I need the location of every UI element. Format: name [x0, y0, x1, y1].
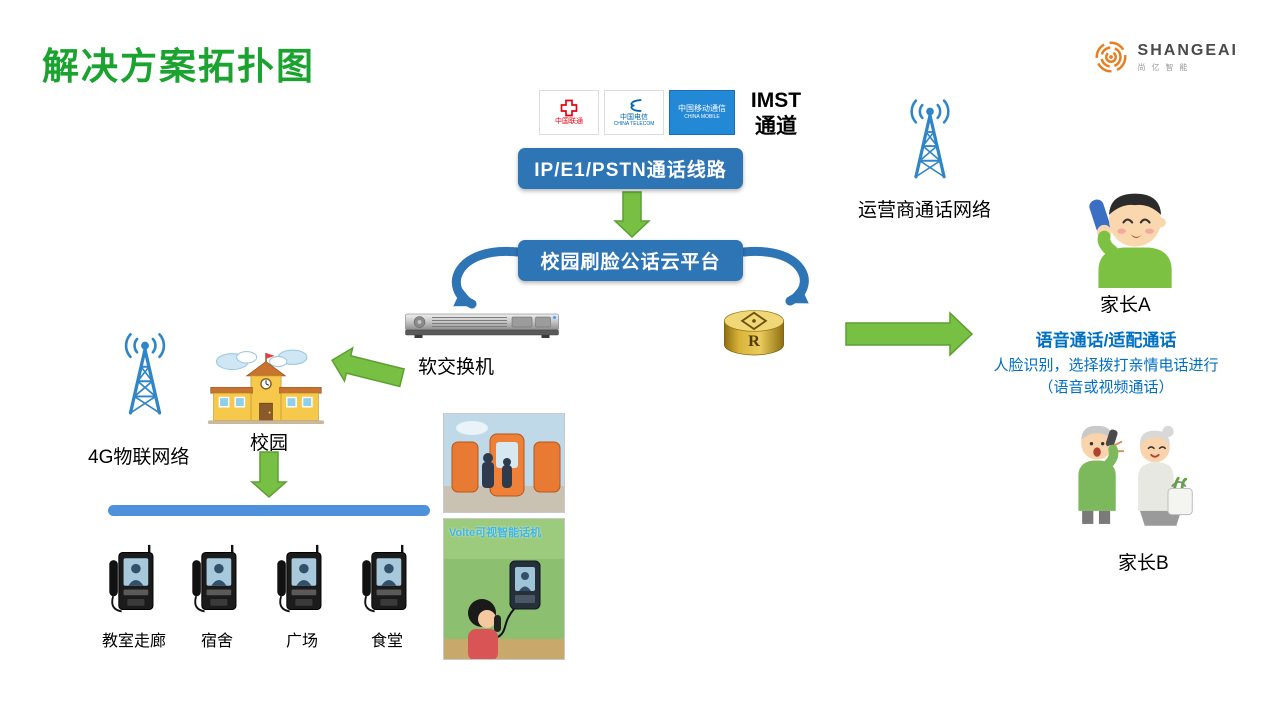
volte-caption: Volte可视智能话机 [449, 527, 542, 539]
kiosk-photo [443, 413, 565, 513]
carrier-network-label: 运营商通话网络 [858, 200, 992, 221]
carrier-network-tower-icon [898, 94, 962, 184]
parent-a-label: 家长A [1100, 295, 1151, 316]
brand-name: SHANGEAI [1137, 41, 1238, 59]
terminal-classroom: 教室走廊 [92, 543, 176, 651]
china-mobile-sub: CHINA MOBILE [684, 113, 720, 120]
phone-terminal-icon [358, 543, 416, 619]
cloud-platform-box: 校园刷脸公话云平台 [518, 240, 743, 281]
china-telecom-sub: CHINA TELECOM [613, 121, 655, 128]
call-info: 语音通话/适配通话 人脸识别，选择拨打亲情电话进行 （语音或视频通话） [975, 326, 1237, 399]
iot-network-label: 4G物联网络 [88, 447, 190, 468]
terminal-cafeteria: 食堂 [345, 543, 429, 651]
terminal-dormitory: 宿舍 [175, 543, 259, 651]
china-unicom-icon [560, 99, 578, 117]
call-info-line3: （语音或视频通话） [1038, 378, 1174, 396]
router-letter: R [748, 331, 760, 350]
phone-terminal-icon [105, 543, 163, 619]
terminal-cafeteria-label: 食堂 [370, 633, 403, 650]
arrow-campus-to-bus [250, 451, 288, 499]
parent-a-image [1089, 193, 1172, 288]
campus-bus-bar [108, 505, 430, 516]
china-telecom-label: 中国电信 [620, 113, 648, 121]
china-unicom-logo: 中国联通 [539, 90, 599, 135]
imst-channel-label: IMST 通道 [744, 88, 808, 141]
phone-terminal-icon [273, 543, 331, 619]
campus-school-image [207, 349, 325, 425]
imst-line2: 通道 [755, 115, 797, 139]
parent-b-image [1078, 425, 1193, 526]
page-title: 解决方案拓扑图 [42, 46, 315, 87]
terminal-plaza-label: 广场 [285, 633, 318, 650]
campus-label: 校园 [250, 433, 289, 454]
volte-phone-photo: Volte可视智能话机 [443, 518, 565, 660]
brand-subtitle: 尚亿智能 [1137, 62, 1194, 72]
router-image: R [724, 310, 784, 356]
terminal-classroom-label: 教室走廊 [101, 633, 166, 650]
china-mobile-label: 中国移动通信 [678, 104, 726, 114]
pstn-line-box: IP/E1/PSTN通话线路 [518, 148, 743, 189]
china-telecom-icon [630, 98, 641, 112]
arrow-softswitch-to-campus [331, 346, 406, 388]
imst-line1: IMST [750, 89, 802, 112]
arrow-router-to-callinfo [845, 311, 974, 357]
volte-phone-photo-image [444, 519, 564, 659]
phone-terminal-icon [188, 543, 246, 619]
arrow-platform-to-router [739, 246, 809, 306]
china-unicom-label: 中国联通 [555, 118, 583, 126]
terminal-plaza: 广场 [260, 543, 344, 651]
kiosk-photo-image [444, 414, 564, 512]
brand-logo: SHANGEAI 尚亿智能 [1092, 38, 1238, 76]
terminal-dormitory-label: 宿舍 [200, 633, 233, 650]
arrow-pstn-to-platform [613, 191, 651, 239]
soft-switch-server-image [405, 313, 559, 338]
brand-logo-icon [1095, 41, 1127, 73]
china-mobile-logo: 中国移动通信 CHINA MOBILE [669, 90, 735, 135]
china-telecom-logo: 中国电信 CHINA TELECOM [604, 90, 664, 135]
parent-b-label: 家长B [1118, 553, 1169, 574]
soft-switch-label: 软交换机 [418, 357, 495, 378]
call-info-line1: 语音通话/适配通话 [1035, 331, 1177, 350]
arrow-platform-to-softswitch [451, 246, 523, 309]
iot-network-tower-icon [112, 330, 178, 418]
call-info-line2: 人脸识别，选择拨打亲情电话进行 [993, 357, 1219, 374]
